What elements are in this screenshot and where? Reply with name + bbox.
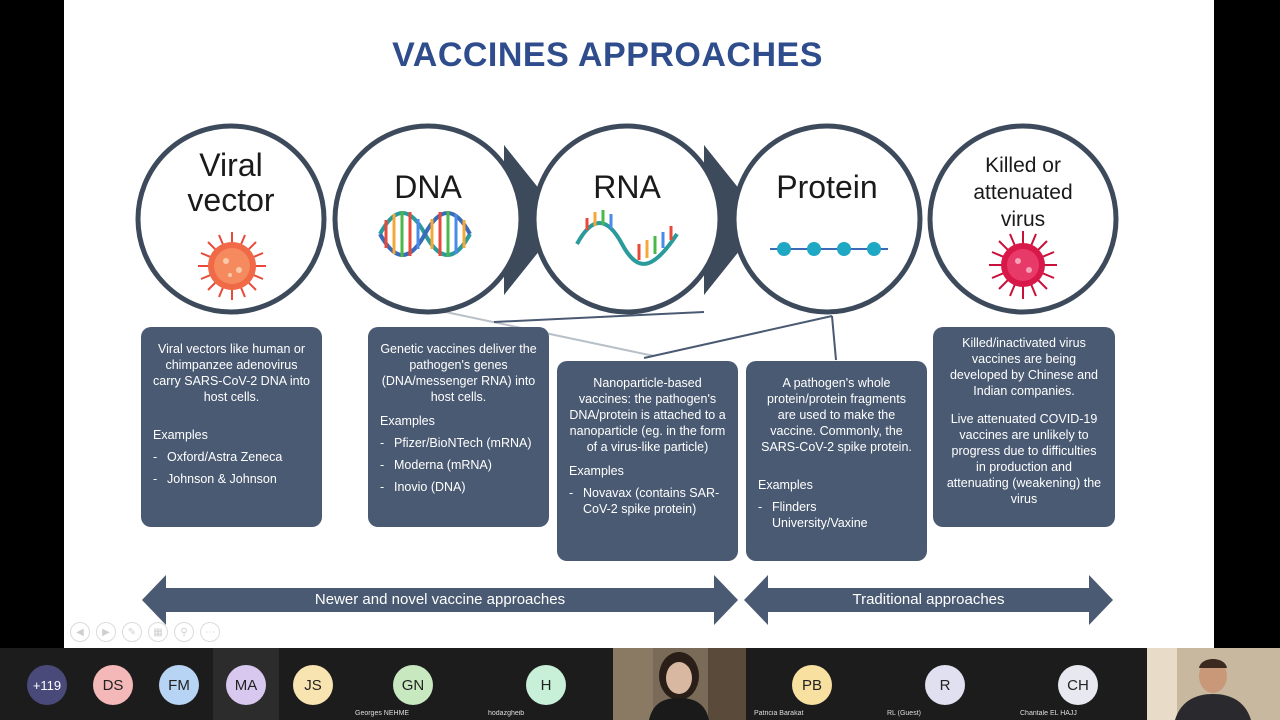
- examples-heading: Examples: [569, 464, 624, 478]
- newer-approaches-arrow: [142, 575, 738, 625]
- circle-protein: [731, 123, 923, 315]
- list-item: Novavax (contains SAR-CoV-2 spike protei…: [569, 485, 726, 517]
- nanoparticle-box: Nanoparticle-based vaccines: the pathoge…: [557, 361, 738, 561]
- avatar: DS: [93, 665, 133, 705]
- box-paragraph: Live attenuated COVID-19 vaccines are un…: [946, 412, 1102, 506]
- vaccine-approaches-diagram: [135, 123, 1119, 625]
- virus-icon-red: [989, 231, 1057, 299]
- box-description: Genetic vaccines deliver the pathogen's …: [380, 342, 537, 404]
- participant-tile[interactable]: JS: [280, 648, 346, 720]
- dna-helix-icon: [378, 211, 472, 257]
- examples-list: Flinders University/Vaxine: [758, 499, 915, 531]
- examples-heading: Examples: [153, 428, 208, 442]
- avatar: +119: [27, 665, 67, 705]
- avatar: FM: [159, 665, 199, 705]
- avatar: PB: [792, 665, 832, 705]
- participant-tile[interactable]: R RL (Guest): [879, 648, 1012, 720]
- newer-approaches-label: Newer and novel vaccine approaches: [314, 591, 566, 608]
- pen-icon[interactable]: ✎: [122, 622, 142, 642]
- circle-viral-vector: [135, 123, 327, 315]
- presentation-slide: VACCINES APPROACHES: [64, 0, 1214, 648]
- viral-vector-box: Viral vectors like human or chimpanzee a…: [141, 327, 322, 527]
- box-description: A pathogen's whole protein/protein fragm…: [761, 376, 912, 454]
- participants-strip: +119 DS FM MA JS GN Georges NEHME H hoda…: [0, 648, 1280, 720]
- participant-video[interactable]: [1147, 648, 1280, 720]
- participant-tile[interactable]: GN Georges NEHME: [347, 648, 480, 720]
- list-item: Johnson & Johnson: [153, 471, 310, 487]
- circle-dna: [332, 123, 524, 315]
- avatar: MA: [226, 665, 266, 705]
- participant-tile[interactable]: H hodazgheib: [480, 648, 613, 720]
- examples-list: Pfizer/BioNTech (mRNA) Moderna (mRNA) In…: [380, 435, 537, 495]
- examples-heading: Examples: [758, 478, 813, 492]
- participant-name: Chantale EL HAJJ: [1020, 710, 1077, 717]
- participant-tile[interactable]: DS: [80, 648, 146, 720]
- slides-icon[interactable]: ▦: [148, 622, 168, 642]
- previous-icon[interactable]: ◀: [70, 622, 90, 642]
- avatar: R: [925, 665, 965, 705]
- circle-label-protein: Protein: [776, 169, 878, 205]
- more-icon[interactable]: ⋯: [200, 622, 220, 642]
- participant-name: Georges NEHME: [355, 710, 410, 717]
- participant-tile[interactable]: MA: [213, 648, 279, 720]
- killed-virus-box: Killed/inactivated virus vaccines are be…: [933, 327, 1115, 527]
- connector-line: [493, 311, 705, 323]
- circle-label-dna: DNA: [394, 169, 462, 205]
- presentation-toolbar: ◀ ▶ ✎ ▦ ⚲ ⋯: [70, 622, 220, 642]
- box-paragraph: Killed/inactivated virus vaccines are be…: [949, 336, 1099, 398]
- participant-name: RL (Guest): [887, 710, 921, 717]
- participant-video[interactable]: [613, 648, 746, 720]
- participant-tile[interactable]: PB Patricia Barakat: [746, 648, 879, 720]
- participant-name: Patricia Barakat: [754, 710, 804, 717]
- connector-line: [831, 315, 837, 361]
- virus-icon-orange: [198, 232, 266, 300]
- examples-heading: Examples: [380, 414, 435, 428]
- traditional-approaches-label: Traditional approaches: [852, 591, 1005, 608]
- circle-label-killed-virus: Killed or attenuated virus: [973, 154, 1073, 231]
- participant-tile[interactable]: CH Chantale EL HAJJ: [1012, 648, 1145, 720]
- circle-rna: [531, 123, 723, 315]
- list-item: Moderna (mRNA): [380, 457, 537, 473]
- list-item: Pfizer/BioNTech (mRNA): [380, 435, 537, 451]
- connector-line: [643, 315, 833, 359]
- circle-killed-virus: [927, 123, 1119, 315]
- circle-label-rna: RNA: [593, 169, 661, 205]
- avatar: H: [526, 665, 566, 705]
- next-icon[interactable]: ▶: [96, 622, 116, 642]
- examples-list: Oxford/Astra Zeneca Johnson & Johnson: [153, 449, 310, 487]
- examples-list: Novavax (contains SAR-CoV-2 spike protei…: [569, 485, 726, 517]
- participant-video-image: [1147, 648, 1280, 720]
- zoom-icon[interactable]: ⚲: [174, 622, 194, 642]
- list-item: Inovio (DNA): [380, 479, 537, 495]
- avatar: GN: [393, 665, 433, 705]
- rna-strand-icon: [575, 210, 679, 266]
- box-description: Nanoparticle-based vaccines: the pathoge…: [569, 376, 726, 454]
- protein-box: A pathogen's whole protein/protein fragm…: [746, 361, 927, 561]
- circle-label-viral-vector: Viral vector: [187, 147, 275, 218]
- avatar: JS: [293, 665, 333, 705]
- slide-title: VACCINES APPROACHES: [392, 36, 823, 74]
- list-item: Flinders University/Vaxine: [758, 499, 915, 531]
- box-description: Viral vectors like human or chimpanzee a…: [153, 342, 310, 404]
- participant-overflow[interactable]: +119: [14, 648, 80, 720]
- participant-tile[interactable]: FM: [146, 648, 212, 720]
- list-item: Oxford/Astra Zeneca: [153, 449, 310, 465]
- traditional-approaches-arrow: [744, 575, 1113, 625]
- presenter-video-image: [613, 648, 746, 720]
- protein-chain-icon: [770, 242, 888, 256]
- participant-name: hodazgheib: [488, 710, 525, 717]
- avatar: CH: [1058, 665, 1098, 705]
- genetic-vaccines-box: Genetic vaccines deliver the pathogen's …: [368, 327, 549, 527]
